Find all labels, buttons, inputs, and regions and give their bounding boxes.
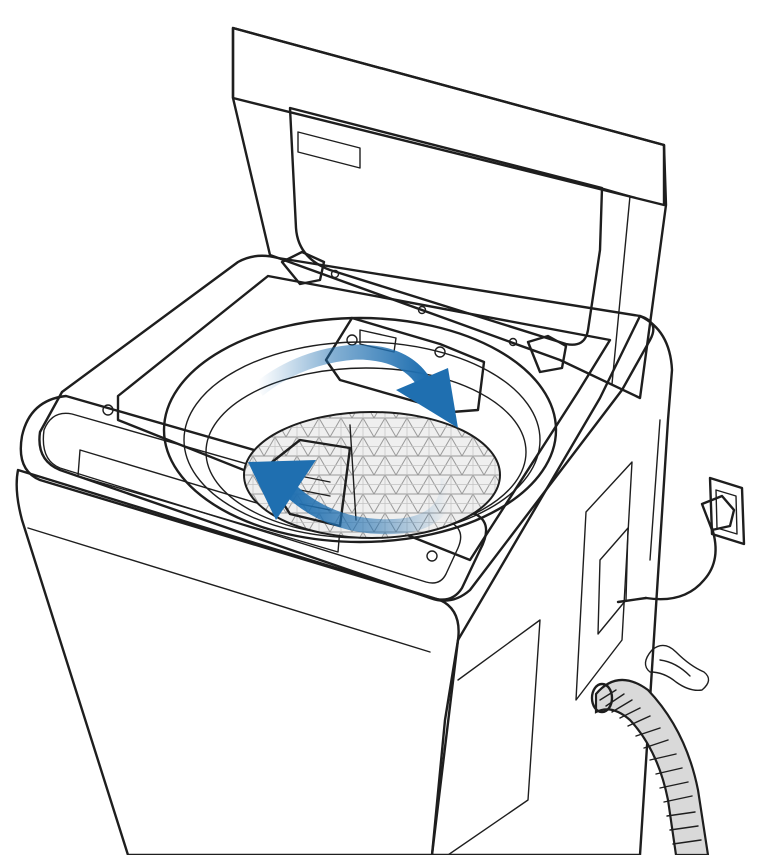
drain-hose-icon xyxy=(590,678,710,855)
open-lid[interactable] xyxy=(231,26,668,400)
cabinet xyxy=(15,254,674,855)
rotate-clockwise-arrow-icon xyxy=(253,344,458,428)
coiled-cable xyxy=(644,644,710,692)
power-plug-icon xyxy=(616,494,736,604)
wall-outlet-icon xyxy=(708,476,746,546)
rotate-counterclockwise-arrow-icon xyxy=(248,460,456,535)
